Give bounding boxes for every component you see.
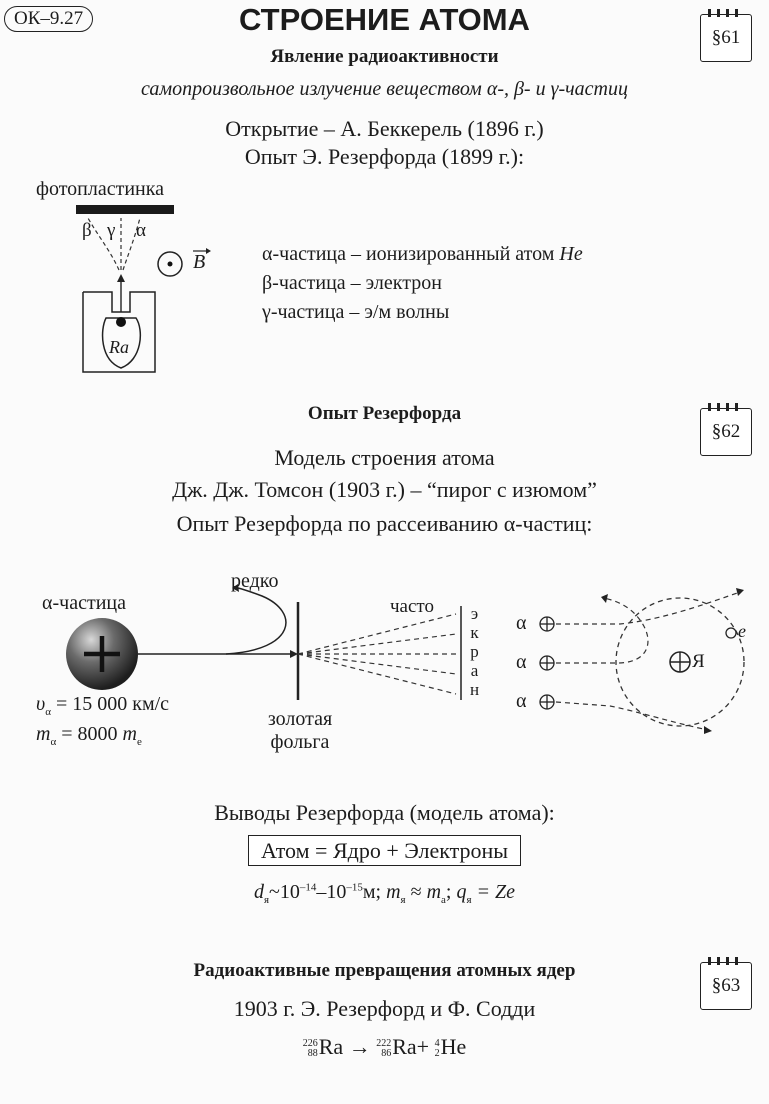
nucleus-parameters: dя~10–14–10–15м; mя ≈ mа; qя = Ze: [253, 881, 516, 906]
rutherford-scattering-diagram: [66, 584, 745, 734]
electron-label: e: [738, 621, 746, 641]
section-badge-61: §61: [700, 9, 752, 62]
alpha-symbol-label-3: α: [516, 690, 527, 712]
photo-plate: [76, 205, 174, 214]
rare-backscatter: [225, 587, 287, 655]
nucleus-label: Я: [692, 651, 705, 672]
particle-gamma-desc: γ-частица – э/м волны: [262, 301, 450, 323]
radium-experiment-diagram: [76, 205, 211, 373]
particle-alpha-desc: α-частица – ионизированный атом He: [262, 243, 583, 265]
alpha-symbol-label-1: α: [516, 612, 527, 634]
section-badge-62: §62: [700, 403, 752, 456]
field-label: B: [193, 251, 206, 273]
atom-formula-row: Атом = Ядро + Электроны: [0, 835, 769, 866]
often-label: часто: [390, 596, 434, 617]
scatter-rays: [297, 613, 457, 695]
transformations-heading: Радиоактивные превращения атомных ядер: [193, 960, 576, 981]
radium-label: Ra: [109, 337, 129, 357]
lead-container: [82, 291, 156, 373]
alpha-ray: [122, 217, 141, 271]
thomson-text: Дж. Дж. Томсон (1903 г.) – “пирог с изюм…: [172, 477, 597, 502]
radioactivity-heading: Явление радиоактивности: [270, 46, 499, 67]
gold-foil-label: золотая фольга: [267, 708, 333, 753]
atom-formula-box: Атом = Ядро + Электроны: [247, 835, 522, 866]
authors-text: 1903 г. Э. Резерфорд и Ф. Содди: [233, 996, 536, 1021]
experiment-1899-text: Опыт Э. Резерфорда (1899 г.):: [244, 144, 525, 169]
atom-orbit: [615, 597, 745, 727]
screen-label: э к р а н: [470, 604, 480, 699]
discovery-text: Открытие – А. Беккерель (1896 г.): [225, 116, 544, 141]
magnetic-field-symbol: [157, 251, 183, 277]
gamma-label: γ: [107, 220, 116, 241]
alpha-mass: mα = 8000 me: [36, 723, 142, 748]
rarely-label: редко: [231, 570, 279, 592]
section-badge-63: §63: [700, 957, 752, 1010]
page-title: СТРОЕНИЕ АТОМА: [239, 2, 530, 37]
beta-label: β: [82, 220, 92, 241]
code-label: ОК–9.27: [4, 6, 94, 32]
plate-label: фотопластинка: [36, 178, 165, 200]
rutherford-heading: Опыт Резерфорда: [307, 403, 462, 424]
scattering-text: Опыт Резерфорда по рассеиванию α-частиц:: [176, 511, 593, 536]
alpha-label: α: [136, 220, 146, 241]
alpha-particle-label: α-частица: [42, 592, 126, 614]
radium-source-dot: [116, 317, 126, 327]
electron-symbol: [725, 627, 737, 639]
conclusions-text: Выводы Резерфорда (модель атома):: [214, 800, 555, 825]
atom-model-text: Модель строения атома: [274, 445, 495, 470]
radium-vessel: [101, 317, 142, 369]
particle-beta-desc: β-частица – электрон: [262, 272, 442, 294]
beta-ray: [87, 217, 120, 271]
radioactivity-definition: самопроизвольное излучение веществом α-,…: [140, 78, 628, 100]
alpha-velocity: υα = 15 000 км/с: [36, 693, 170, 718]
alpha-trajectories: [555, 591, 741, 731]
alpha-symbol-label-2: α: [516, 651, 527, 673]
